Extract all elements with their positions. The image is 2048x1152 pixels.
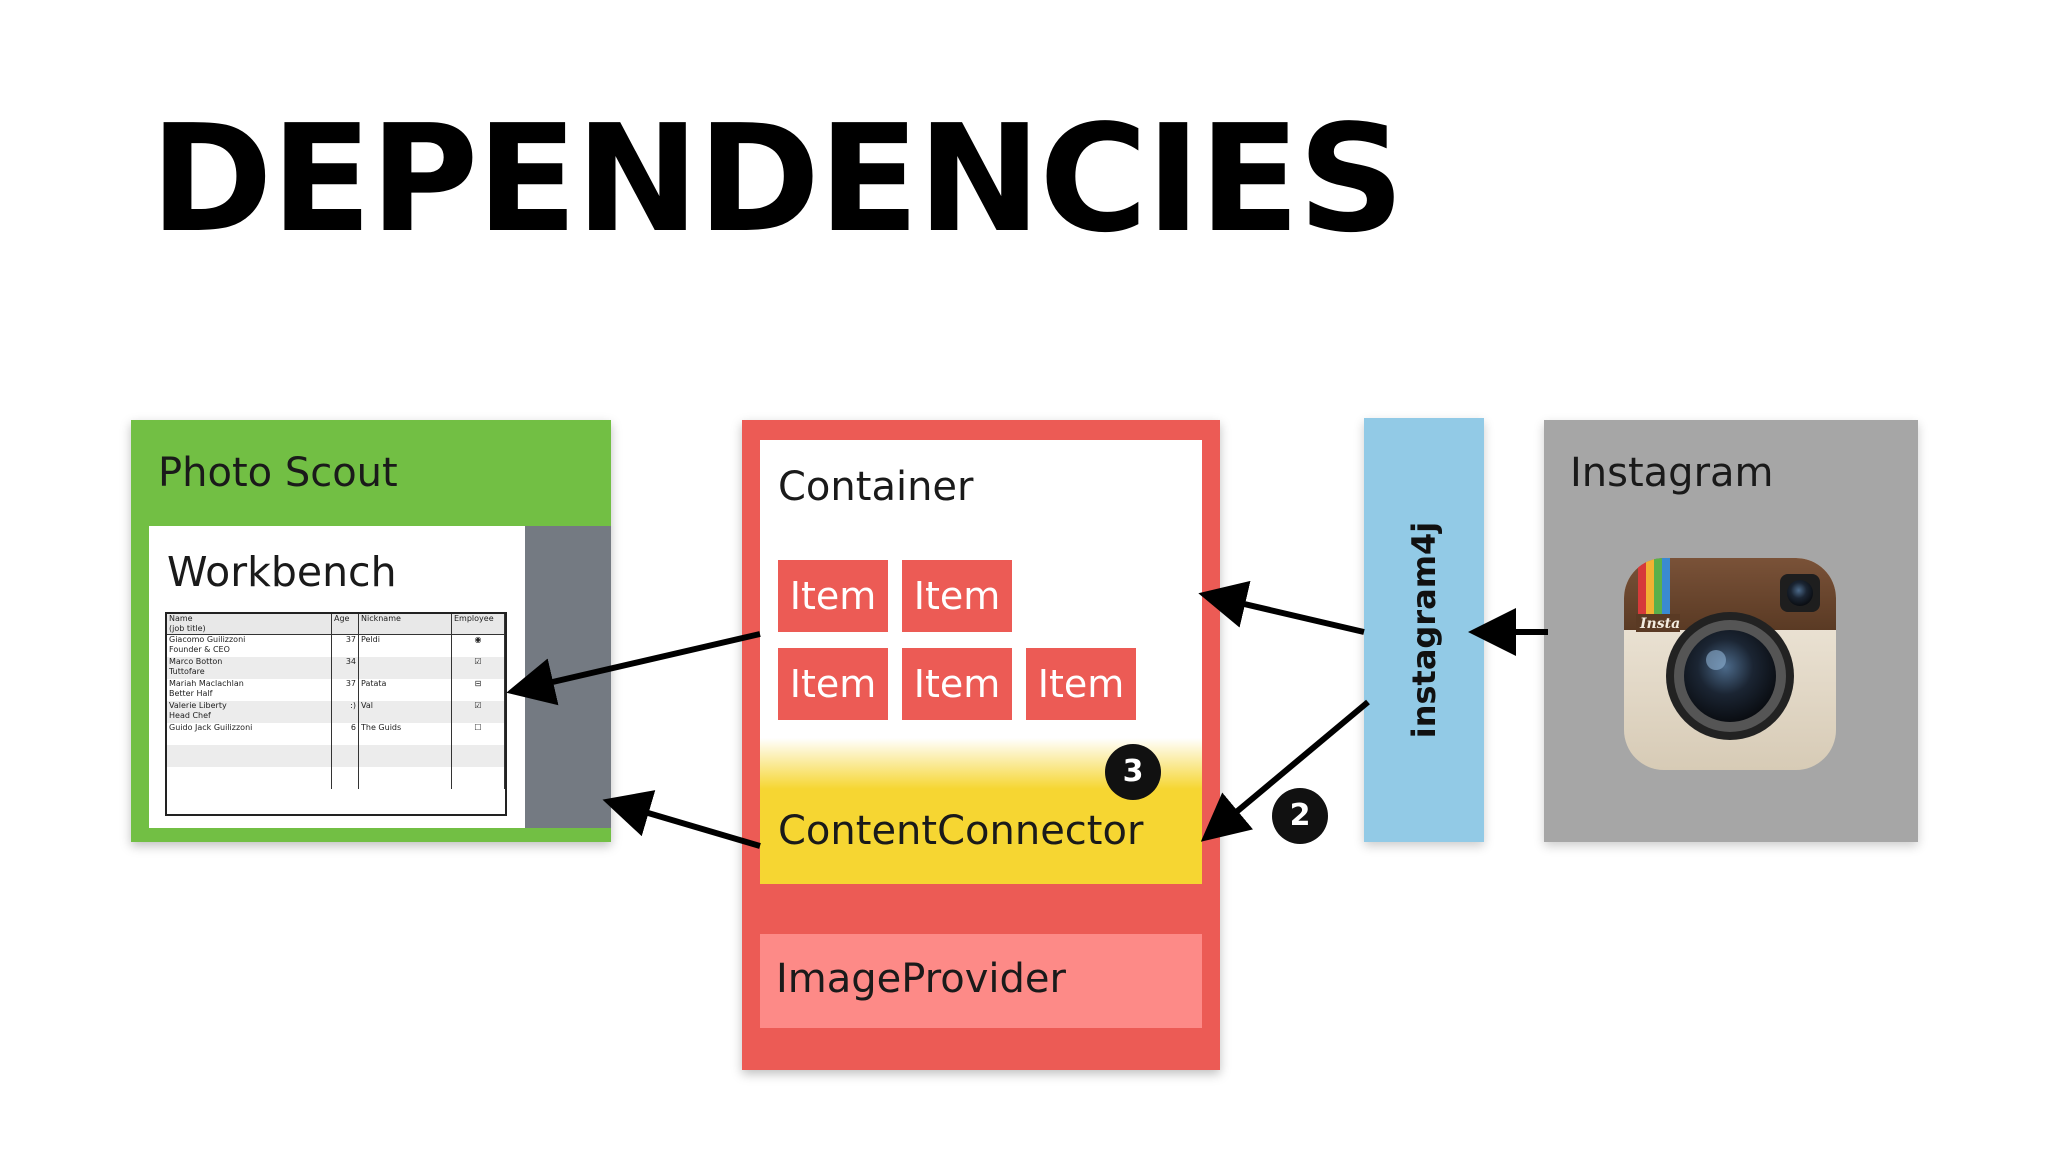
cell-employee: ☐ <box>451 723 505 745</box>
arrow-connector-to-photo-scout <box>602 790 761 849</box>
instagram4j-box: instagram4j <box>1364 418 1484 842</box>
cell-nickname: The Guids <box>358 723 452 745</box>
table-header-age: Age <box>331 614 359 635</box>
cell-employee: ☑ <box>451 701 505 723</box>
cell-age: 37 <box>331 679 359 701</box>
cell-nickname: Peldi <box>358 634 452 657</box>
arrow-lib-to-container <box>1198 580 1365 635</box>
slide-title: DEPENDENCIES <box>150 93 1405 265</box>
content-connector-label: ContentConnector <box>778 808 1144 854</box>
cell-nickname <box>358 767 452 789</box>
item-block: Item <box>902 648 1012 720</box>
table-header-row: Name (job title) Age Nickname Employee <box>167 614 505 635</box>
cell-employee: ⊟ <box>451 679 505 701</box>
cell-age <box>331 767 359 789</box>
cell-name: Giacomo Guilizzoni Founder & CEO <box>167 634 332 657</box>
cell-name: Marco Botton Tuttofare <box>167 657 332 679</box>
step-badge-2: 2 <box>1272 788 1328 844</box>
image-provider-box: ImageProvider <box>760 934 1202 1028</box>
photo-scout-box: Photo Scout Workbench Name (job title) A… <box>131 420 611 842</box>
cell-employee <box>451 767 505 789</box>
cell-name <box>167 767 332 789</box>
image-provider-label: ImageProvider <box>776 956 1066 1002</box>
photo-scout-label: Photo Scout <box>158 450 398 496</box>
container-label: Container <box>778 464 974 510</box>
table-header-employee: Employee <box>451 614 505 635</box>
instagram-logo-icon: Insta <box>1624 558 1836 770</box>
cell-nickname <box>358 745 452 767</box>
cell-age: 37 <box>331 634 359 657</box>
cell-nickname: Val <box>358 701 452 723</box>
instagram-logo-text: Insta <box>1639 616 1680 632</box>
table-header-name: Name (job title) <box>167 614 332 635</box>
cell-age: :) <box>331 701 359 723</box>
cell-nickname: Patata <box>358 679 452 701</box>
table-row <box>167 745 505 767</box>
container-box: Container Item Item Item Item Item <box>760 440 1202 758</box>
step-badge-3: 3 <box>1105 744 1161 800</box>
table-header-nickname: Nickname <box>358 614 452 635</box>
cell-nickname <box>358 657 452 679</box>
cell-employee: ◉ <box>451 634 505 657</box>
workbench-label: Workbench <box>167 548 397 596</box>
item-block: Item <box>778 560 888 632</box>
container-outer-box: Container Item Item Item Item Item Conte… <box>742 420 1220 1070</box>
instagram-box: Instagram Inst <box>1544 420 1918 842</box>
cell-employee: ☑ <box>451 657 505 679</box>
item-block: Item <box>902 560 1012 632</box>
side-panel <box>523 526 611 828</box>
instagram-label: Instagram <box>1570 450 1774 496</box>
cell-age: 6 <box>331 723 359 745</box>
cell-employee <box>451 745 505 767</box>
cell-name: Valerie Liberty Head Chef <box>167 701 332 723</box>
cell-name: Mariah Maclachlan Better Half <box>167 679 332 701</box>
item-block: Item <box>1026 648 1136 720</box>
item-block: Item <box>778 648 888 720</box>
cell-name <box>167 745 332 767</box>
table-row: Valerie Liberty Head Chef:)Val☑ <box>167 701 505 723</box>
workbench-box: Workbench Name (job title) Age Nickname … <box>149 526 525 828</box>
workbench-table: Name (job title) Age Nickname Employee G… <box>165 612 507 816</box>
cell-age <box>331 745 359 767</box>
cell-name: Guido Jack Guilizzoni <box>167 723 332 745</box>
cell-age: 34 <box>331 657 359 679</box>
table-row <box>167 767 505 789</box>
instagram4j-label: instagram4j <box>1405 521 1443 739</box>
